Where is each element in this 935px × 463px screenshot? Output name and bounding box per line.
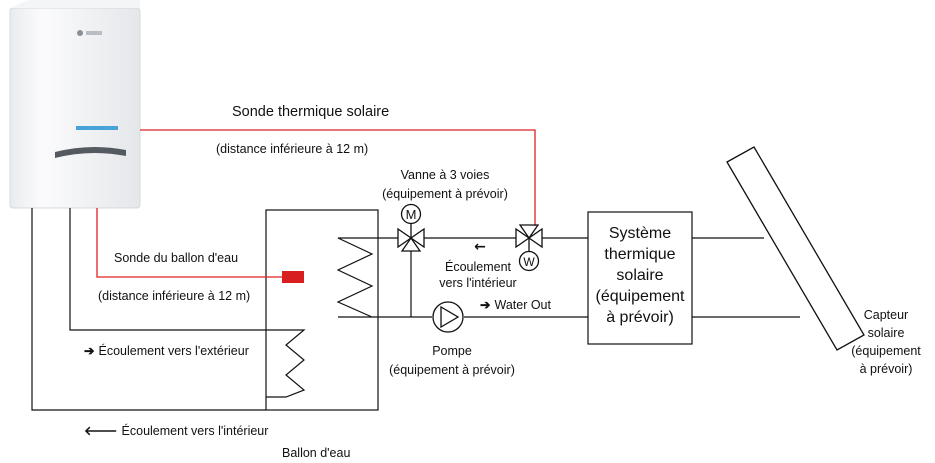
system-line-1: Système: [588, 223, 692, 244]
arrow-right-icon: ➔: [84, 344, 94, 358]
system-line-3: solaire: [588, 265, 692, 286]
collector-line-2: solaire: [838, 324, 934, 342]
collector-line-1: Capteur: [838, 306, 934, 324]
solar-sensor-distance: (distance inférieure à 12 m): [216, 141, 368, 157]
water-out-label: ➔ Water Out: [480, 297, 551, 313]
solar-coil: [338, 238, 378, 317]
flow-in-valve-line2: vers l'intérieur: [430, 275, 526, 291]
tank-sensor-block: [282, 271, 304, 283]
flow-in-valve-label: Écoulement vers l'intérieur: [430, 259, 526, 291]
tank-sensor-title: Sonde du ballon d'eau: [114, 250, 238, 266]
pump-label-line1: Pompe: [372, 343, 532, 359]
system-line-2: thermique: [588, 244, 692, 265]
brand-logo-icon: [77, 30, 83, 36]
valve-label-line1: Vanne à 3 voies: [360, 167, 530, 183]
water-out-text: Water Out: [494, 298, 551, 312]
system-line-4: (équipement: [588, 286, 692, 307]
arrow-right-icon: ➔: [480, 298, 490, 312]
flow-in-text: Écoulement vers l'intérieur: [122, 424, 269, 438]
indoor-unit: [10, 0, 140, 208]
pump-label: Pompe (équipement à prévoir): [372, 343, 532, 378]
flow-arrow-left-icon: ←: [474, 239, 486, 255]
flow-out-text: Écoulement vers l'extérieur: [98, 344, 248, 358]
indoor-pipes: [32, 208, 266, 410]
system-line-5: à prévoir): [588, 307, 692, 328]
pump-label-line2: (équipement à prévoir): [372, 362, 532, 378]
pump-icon: [433, 302, 463, 332]
arrow-left-icon: 🡐: [84, 424, 118, 438]
tank-sensor-distance: (distance inférieure à 12 m): [98, 288, 250, 304]
valve-label: Vanne à 3 voies (équipement à prévoir): [360, 167, 530, 202]
water-tank: [266, 210, 378, 410]
solar-system-label: Système thermique solaire (équipement à …: [588, 223, 692, 328]
tank-label: Ballon d'eau: [282, 445, 350, 461]
display-strip: [76, 126, 118, 130]
collector-line-3: (équipement: [838, 342, 934, 360]
collector-label: Capteur solaire (équipement à prévoir): [838, 306, 934, 378]
indoor-coil: [266, 330, 304, 397]
valve-label-line2: (équipement à prévoir): [360, 186, 530, 202]
motor-letter: M: [406, 207, 417, 222]
flow-in-valve-line1: Écoulement: [430, 259, 526, 275]
flow-out-label: ➔ Écoulement vers l'extérieur: [84, 343, 249, 359]
solar-sensor-title: Sonde thermique solaire: [232, 104, 389, 120]
flow-in-label: 🡐 Écoulement vers l'intérieur: [84, 423, 268, 439]
collector-line-4: à prévoir): [838, 360, 934, 378]
